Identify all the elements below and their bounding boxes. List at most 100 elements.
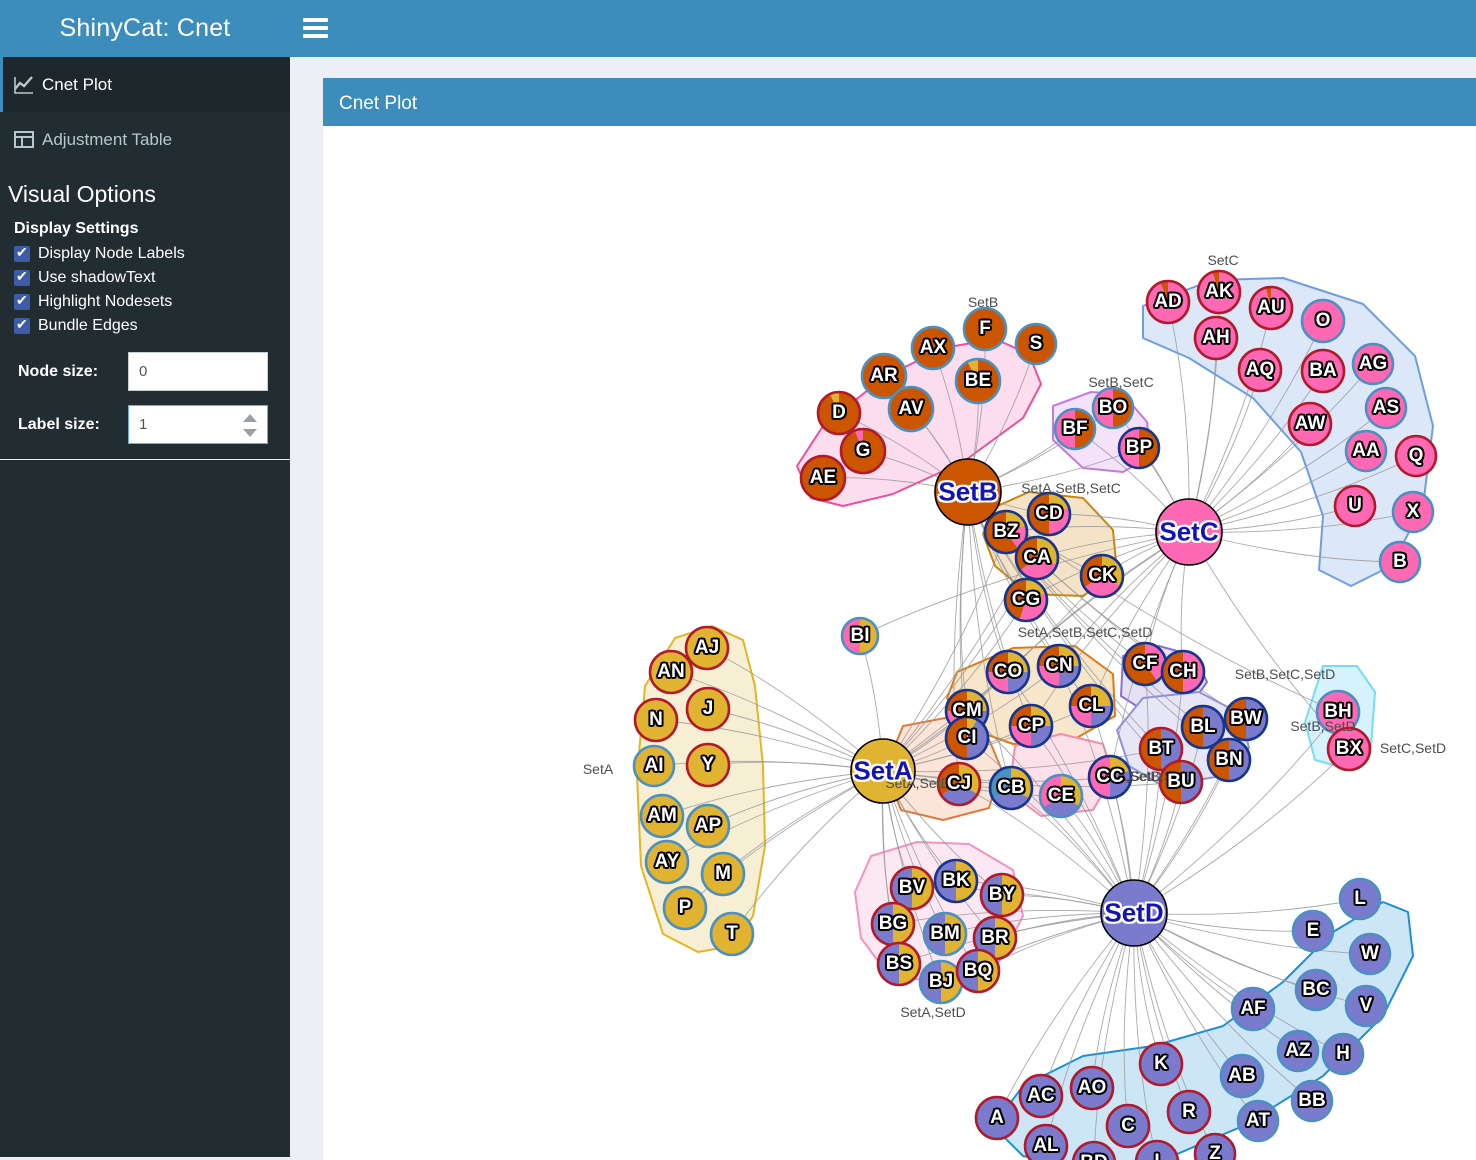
graph-node xyxy=(1300,348,1346,394)
node-label: S xyxy=(1029,333,1043,354)
label-size-value: 1 xyxy=(139,416,148,433)
node-label: BY xyxy=(988,884,1016,905)
checkbox-highlight-nodesets[interactable]: Highlight Nodesets xyxy=(0,290,290,314)
edge xyxy=(1133,912,1158,1160)
checkbox-display-node-labels[interactable]: Display Node Labels xyxy=(0,242,290,266)
graph-node xyxy=(1394,434,1438,478)
chart-line-icon xyxy=(14,75,38,94)
checkbox-use-shadowtext[interactable]: Use shadowText xyxy=(0,266,290,290)
edge xyxy=(1133,711,1339,914)
node-label: D xyxy=(832,402,846,423)
node-label: AC xyxy=(1027,1085,1055,1106)
graph-node xyxy=(700,851,746,897)
hub-nodes xyxy=(850,458,1223,947)
node-label: F xyxy=(979,318,991,339)
checkbox-label: Highlight Nodesets xyxy=(38,293,173,310)
node-label: CD xyxy=(1035,503,1063,524)
node-label: V xyxy=(1359,995,1373,1016)
node-label: AM xyxy=(647,805,677,826)
graph-node xyxy=(876,941,922,987)
nodeset-caption: SetA,SetD xyxy=(1096,768,1162,784)
checkbox-label: Display Node Labels xyxy=(38,245,185,262)
node-label: Q xyxy=(1408,445,1424,466)
node-label: AH xyxy=(1202,327,1230,348)
hamburger-icon[interactable] xyxy=(303,14,331,42)
node-label: BR xyxy=(981,927,1009,948)
cnet-network-svg[interactable] xyxy=(323,126,1476,1160)
chevron-down-icon[interactable] xyxy=(243,429,257,437)
chevron-up-icon[interactable] xyxy=(243,414,257,422)
checkbox-icon[interactable] xyxy=(14,292,30,310)
hub-node xyxy=(850,738,916,804)
nodeset-caption: SetA,SetD xyxy=(900,1004,966,1020)
graph-node xyxy=(962,306,1008,352)
node-label: AB xyxy=(1228,1065,1256,1086)
graph-node xyxy=(889,865,935,911)
graph-node xyxy=(1378,540,1422,584)
hub-node xyxy=(1100,879,1168,947)
graph-node xyxy=(1196,269,1242,315)
checkbox-icon[interactable] xyxy=(14,316,30,334)
node-label: R xyxy=(1182,1101,1196,1122)
sidebar-item-cnet-plot[interactable]: Cnet Plot xyxy=(0,57,290,112)
node-label: AQ xyxy=(1245,359,1275,380)
node-label: E xyxy=(1306,920,1320,941)
graph-node xyxy=(648,649,694,695)
node-label: BE xyxy=(964,370,992,391)
node-label: BH xyxy=(1324,701,1352,722)
graph-node xyxy=(1071,1140,1117,1160)
node-size-input[interactable]: 0 xyxy=(128,352,268,391)
node-size-row: Node size: 0 xyxy=(0,338,290,391)
graph-node xyxy=(936,761,982,807)
node-label: BA xyxy=(1309,360,1337,381)
sidebar-item-label: Cnet Plot xyxy=(42,74,112,94)
label-size-stepper[interactable]: 1 xyxy=(128,405,268,444)
nodeset-caption: SetB xyxy=(967,294,999,310)
graph-node xyxy=(799,454,847,502)
node-label: AN xyxy=(657,661,685,682)
checkbox-label: Use shadowText xyxy=(38,269,156,286)
node-label: CJ xyxy=(946,773,972,794)
hub-label: SetB xyxy=(938,476,998,507)
graph-node xyxy=(1344,984,1388,1028)
graph-node xyxy=(1287,401,1333,447)
graph-node xyxy=(1117,426,1161,470)
graph-node xyxy=(1223,696,1269,742)
graph-node xyxy=(1219,1053,1265,1099)
graph-node xyxy=(1145,279,1191,325)
node-label: P xyxy=(678,897,692,918)
hub-label: SetA xyxy=(853,755,913,786)
edge xyxy=(1093,912,1135,1160)
graph-node xyxy=(1294,968,1338,1012)
checkbox-icon[interactable] xyxy=(14,268,30,286)
graph-node xyxy=(1069,1065,1115,1111)
graph-node xyxy=(988,765,1034,811)
nodeset-caption: SetB,SetC,SetD xyxy=(1234,666,1336,682)
sidebar-item-adjustment-table[interactable]: Adjustment Table xyxy=(0,112,290,167)
checkbox-icon[interactable] xyxy=(14,244,30,262)
node-label: CP xyxy=(1017,715,1045,736)
edge xyxy=(1133,663,1149,914)
node-label: BP xyxy=(1125,437,1153,458)
spinner-arrows-icon[interactable] xyxy=(243,414,257,437)
plot-canvas[interactable]: SetASetBSetCSetDSetB,SetCSetA,SetB,SetCS… xyxy=(323,126,1476,1160)
graph-node xyxy=(685,742,731,788)
node-label: BM xyxy=(930,923,960,944)
node-label: G xyxy=(855,440,871,461)
graph-node xyxy=(985,649,1031,695)
node-label: CL xyxy=(1078,695,1104,716)
graph-node xyxy=(1276,1029,1320,1073)
node-label: AD xyxy=(1154,291,1182,312)
node-label: BG xyxy=(878,913,908,934)
checkbox-bundle-edges[interactable]: Bundle Edges xyxy=(0,314,290,338)
node-label: CC xyxy=(1096,766,1124,787)
node-label: CM xyxy=(952,700,982,721)
graph-node xyxy=(684,625,730,671)
nodeset-caption: SetB,SetC xyxy=(1088,374,1154,390)
node-label: U xyxy=(1348,495,1362,516)
graph-node xyxy=(1105,1103,1151,1149)
graph-node xyxy=(1036,643,1082,689)
graph-node xyxy=(887,385,935,433)
graph-node xyxy=(1138,726,1184,772)
node-label: AK xyxy=(1205,281,1233,302)
